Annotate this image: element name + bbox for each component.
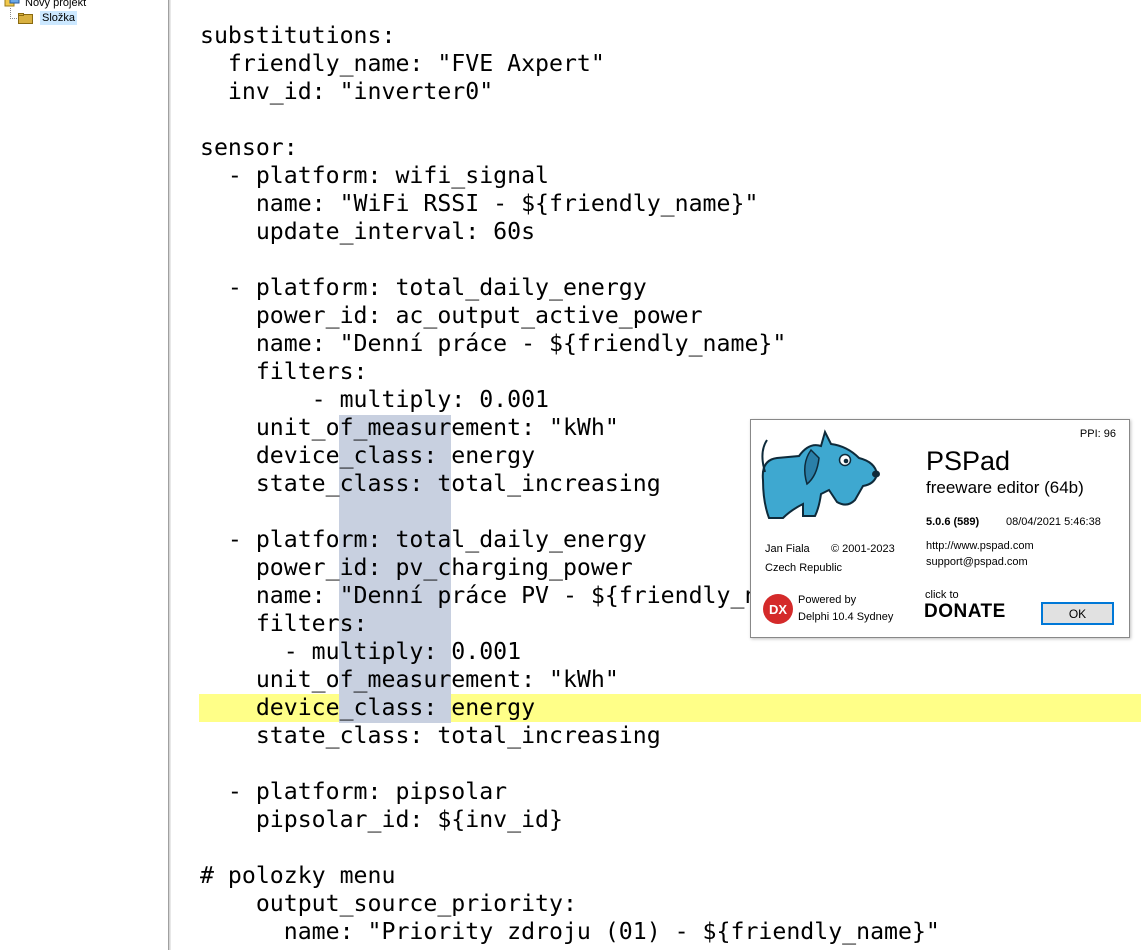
delphi-dx-logo-icon: DX: [763, 594, 793, 624]
code-line[interactable]: state_class: total_increasing: [200, 722, 661, 749]
about-dialog: PPI: 96 PSPad freeware editor (64b) 5.0.…: [750, 419, 1130, 638]
code-line[interactable]: pipsolar_id: ${inv_id}: [200, 806, 563, 833]
code-line[interactable]: inv_id: "inverter0": [200, 78, 494, 105]
copyright-label: © 2001-2023: [831, 543, 895, 555]
code-line[interactable]: device_class: energy: [200, 442, 536, 469]
code-line[interactable]: update_interval: 60s: [200, 218, 536, 245]
code-line[interactable]: filters:: [200, 358, 368, 385]
code-line[interactable]: [200, 750, 940, 778]
code-line[interactable]: state_class: total_increasing: [200, 470, 661, 497]
click-to-label: click to: [925, 589, 959, 601]
code-line[interactable]: unit_of_measurement: "kWh": [200, 666, 619, 693]
code-line[interactable]: [200, 246, 940, 274]
code-line[interactable]: power_id: ac_output_active_power: [200, 302, 703, 329]
build-date-label: 08/04/2021 5:46:38: [1006, 516, 1101, 528]
powered-by-label: Powered by: [798, 594, 857, 606]
code-line[interactable]: sensor:: [200, 134, 298, 161]
app-description: freeware editor (64b): [926, 478, 1084, 497]
code-line[interactable]: - platform: total_daily_energy: [200, 526, 647, 553]
code-line[interactable]: friendly_name: "FVE Axpert": [200, 50, 605, 77]
code-line[interactable]: power_id: pv_charging_power: [200, 554, 633, 581]
code-line[interactable]: [200, 834, 940, 862]
tree-connector: [10, 8, 19, 19]
code-line[interactable]: substitutions:: [200, 22, 396, 49]
code-line[interactable]: [200, 106, 940, 134]
tree-item-label: Nový projekt: [25, 0, 87, 9]
code-line[interactable]: output_source_priority:: [200, 890, 577, 917]
code-line[interactable]: name: "WiFi RSSI - ${friendly_name}": [200, 190, 759, 217]
author-label: Jan Fiala: [765, 543, 810, 555]
project-icon: [4, 0, 20, 7]
code-line[interactable]: - platform: pipsolar: [200, 778, 508, 805]
code-line[interactable]: - multiply: 0.001: [200, 386, 550, 413]
delphi-version-label: Delphi 10.4 Sydney: [798, 611, 894, 623]
country-label: Czech Republic: [765, 562, 843, 574]
code-line[interactable]: unit_of_measurement: "kWh": [200, 414, 619, 441]
app-name: PSPad: [926, 446, 1011, 476]
ok-button[interactable]: OK: [1041, 602, 1114, 625]
tree-item-label: Složka: [40, 11, 78, 25]
ppi-label: PPI: 96: [1079, 428, 1116, 440]
code-line[interactable]: # polozky menu: [200, 862, 396, 889]
code-line[interactable]: filters:: [200, 610, 368, 637]
editor-gutter: [171, 0, 197, 950]
code-line[interactable]: name: "Denní práce - ${friendly_name}": [200, 330, 787, 357]
code-line[interactable]: - platform: wifi_signal: [200, 162, 550, 189]
code-line[interactable]: - platform: total_daily_energy: [200, 274, 647, 301]
column-selection: [339, 415, 451, 723]
pspad-dog-logo-icon: [761, 429, 880, 519]
project-tree-panel: Nový projekt Složka: [0, 0, 168, 950]
panel-splitter[interactable]: [168, 0, 171, 950]
folder-icon: [18, 13, 33, 24]
code-line[interactable]: - multiply: 0.001: [200, 638, 522, 665]
donate-link[interactable]: DONATE: [924, 601, 1006, 622]
code-text[interactable]: substitutions: friendly_name: "FVE Axper…: [200, 22, 940, 946]
code-line[interactable]: device_class: energy: [200, 694, 536, 721]
version-label: 5.0.6 (589): [926, 516, 980, 528]
website-link[interactable]: http://www.pspad.com: [926, 540, 1034, 552]
code-line[interactable]: name: "Priority zdroju (01) - ${friendly…: [200, 918, 940, 945]
support-email-link[interactable]: support@pspad.com: [926, 556, 1028, 568]
